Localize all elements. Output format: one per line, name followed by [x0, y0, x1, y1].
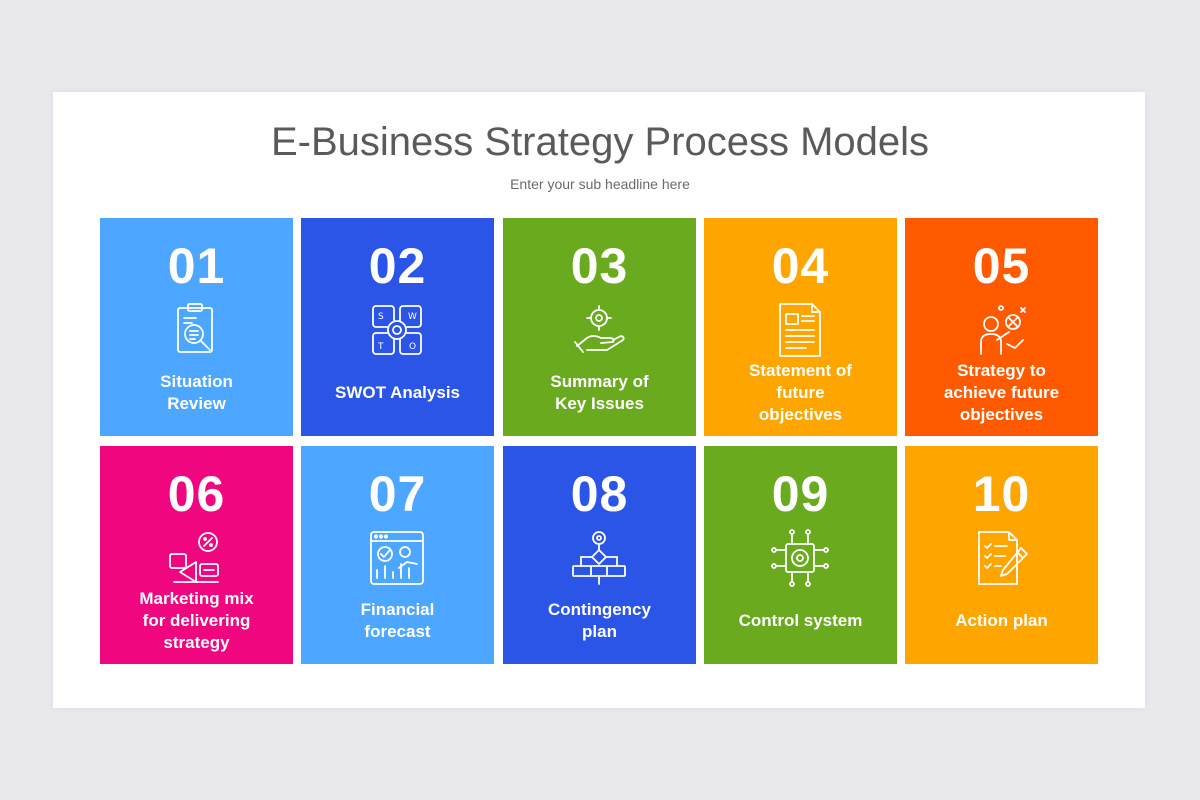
- svg-text:O: O: [409, 342, 416, 352]
- gear-flowchart-icon: [569, 528, 629, 588]
- step-label: Summary of Key Issues: [550, 372, 649, 413]
- step-number: 07: [368, 466, 427, 522]
- step-number: 03: [570, 238, 629, 294]
- step-number: 04: [771, 238, 830, 294]
- step-label: Marketing mix for delivering strategy: [139, 589, 254, 652]
- step-number: 08: [570, 466, 629, 522]
- step-number: 01: [167, 238, 226, 294]
- step-label: Situation Review: [160, 372, 233, 413]
- step-label: Financial forecast: [360, 600, 435, 641]
- step-label: Contingency plan: [548, 600, 651, 641]
- svg-text:W: W: [408, 312, 417, 322]
- hand-gear-icon: [569, 300, 629, 360]
- step-label: Strategy to achieve future objectives: [943, 361, 1060, 424]
- svg-text:T: T: [377, 342, 384, 352]
- step-tile-10: 10 Action plan: [905, 446, 1098, 664]
- step-label: Action plan: [955, 611, 1048, 630]
- step-number: 09: [771, 466, 830, 522]
- step-tile-06: 06 Marketing mix for delivering strategy: [100, 446, 293, 664]
- checklist-pen-icon: [971, 528, 1031, 588]
- clipboard-search-icon: [166, 300, 226, 360]
- step-tile-02: 02 S W T O SWOT Analysis: [301, 218, 494, 436]
- step-tile-09: 09 Control system: [704, 446, 897, 664]
- step-label: Statement of future objectives: [749, 361, 852, 424]
- step-number: 02: [368, 238, 427, 294]
- gear-circuit-icon: [770, 528, 830, 588]
- step-tile-08: 08 Contingency plan: [503, 446, 696, 664]
- page-title: E-Business Strategy Process Models: [270, 120, 930, 164]
- document-icon: [770, 300, 830, 360]
- step-tile-05: 05 Strategy to achieve future objectives: [905, 218, 1098, 436]
- step-number: 10: [972, 466, 1031, 522]
- step-label: SWOT Analysis: [334, 383, 460, 402]
- step-tile-03: 03 Summary of Key Issues: [503, 218, 696, 436]
- person-strategy-icon: [971, 300, 1031, 360]
- step-tile-01: 01 Situation Review: [100, 218, 293, 436]
- step-tile-07: 07 Financial forecast: [301, 446, 494, 664]
- swot-gear-icon: S W T O: [367, 300, 427, 360]
- megaphone-percent-icon: [166, 528, 226, 588]
- step-number: 05: [972, 238, 1031, 294]
- step-tile-04: 04 Statement of future objectives: [704, 218, 897, 436]
- step-number: 06: [167, 466, 226, 522]
- step-label: Control system: [738, 611, 863, 630]
- svg-text:S: S: [378, 312, 384, 322]
- page-subtitle: Enter your sub headline here: [510, 176, 690, 192]
- browser-chart-icon: [367, 528, 427, 588]
